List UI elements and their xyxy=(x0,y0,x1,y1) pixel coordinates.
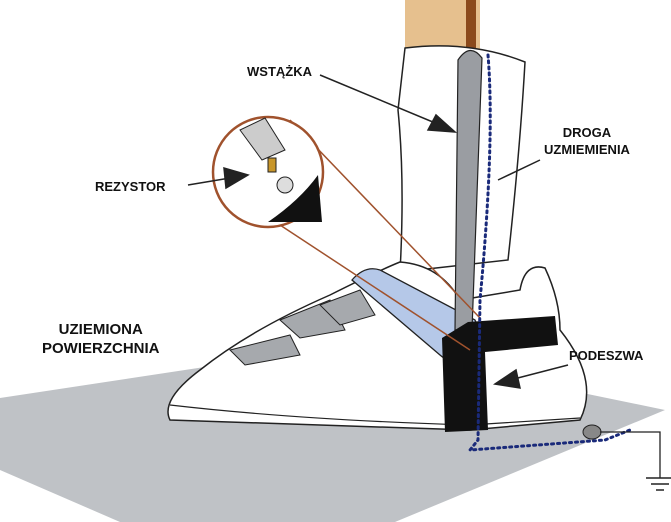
snap-stud xyxy=(276,176,294,194)
ground-symbol-icon xyxy=(646,477,671,491)
ground-wire xyxy=(600,431,661,478)
label-ribbon: WSTĄŻKA xyxy=(247,64,312,79)
shoe-sole xyxy=(169,404,581,426)
resistor-icon xyxy=(267,157,277,173)
heel-band xyxy=(442,316,558,432)
label-resistor: REZYSTOR xyxy=(95,179,166,194)
snap-button xyxy=(268,175,322,222)
grounding-path xyxy=(466,53,632,452)
label-grounded-surface-line2: POWIERZCHNIA xyxy=(42,340,160,357)
label-sole: PODESZWA xyxy=(569,348,644,363)
label-grounding-path: DROGA UZMIEMIENIA xyxy=(544,124,630,158)
label-grounded-surface: UZIEMIONA POWIERZCHNIA xyxy=(42,320,160,358)
shoe-stripe-3 xyxy=(319,289,376,326)
resistor-lead xyxy=(239,117,286,161)
magnifier-line-2 xyxy=(279,224,471,351)
shoe-stripe-1 xyxy=(229,334,301,366)
magnifier-line-1 xyxy=(289,119,481,319)
ribbon xyxy=(454,49,483,331)
label-arrows xyxy=(187,74,569,389)
label-grounded-surface-line1: UZIEMIONA xyxy=(58,321,143,338)
label-grounding-path-line1: DROGA xyxy=(562,125,612,140)
leg-stripe xyxy=(466,0,476,60)
ground-point xyxy=(582,424,602,440)
label-grounding-path-line2: UZMIEMIENIA xyxy=(544,142,630,157)
